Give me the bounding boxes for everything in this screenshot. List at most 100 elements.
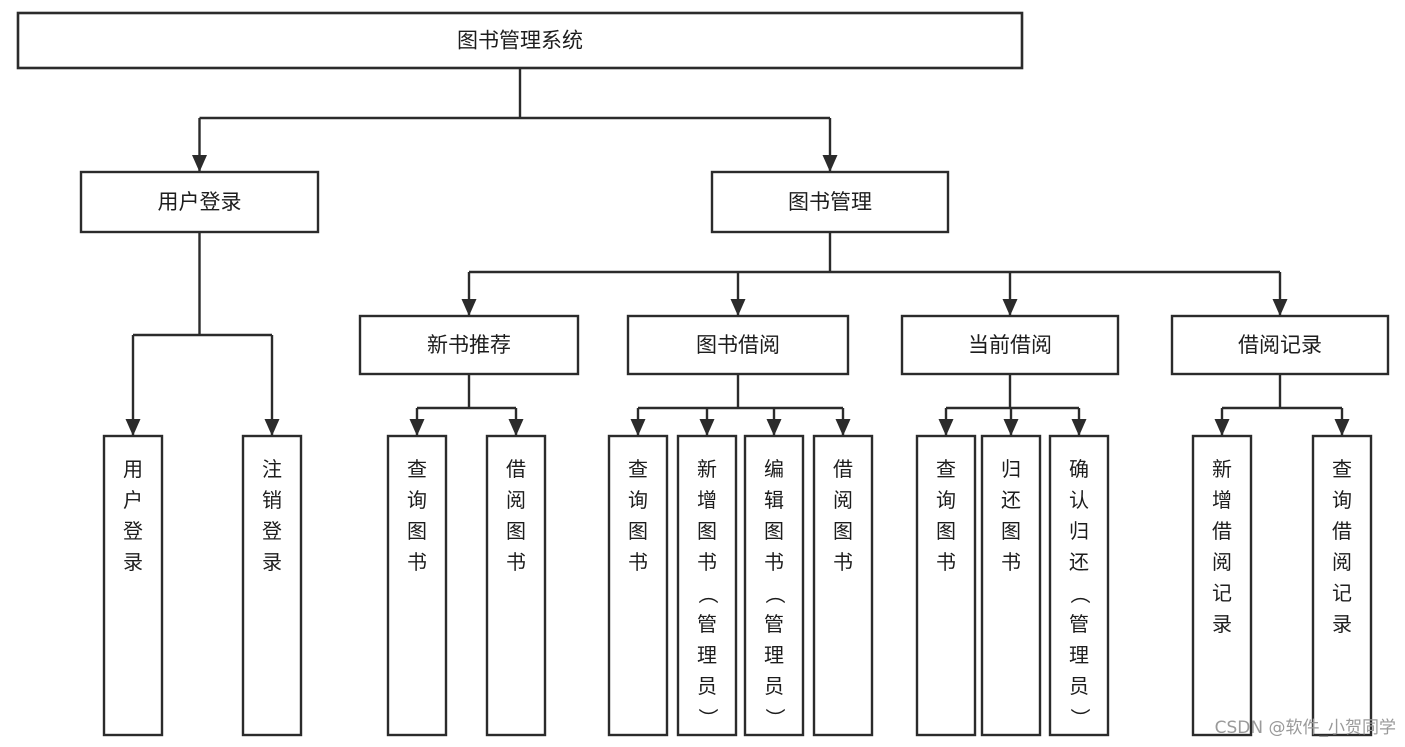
node-label-current-borrow: 当前借阅 — [968, 333, 1052, 357]
node-user-login-do[interactable]: 用户登录 — [102, 434, 164, 737]
node-box-bb-query-book[interactable] — [607, 434, 669, 737]
arrow-head-icon — [822, 155, 838, 172]
arrow-head-icon — [264, 419, 280, 436]
node-label-char: 借 — [833, 457, 853, 481]
node-box-nbr-query-book[interactable] — [386, 434, 448, 737]
node-label-char: （ — [696, 584, 720, 604]
node-borrow-record[interactable]: 借阅记录 — [1170, 314, 1390, 376]
node-label-char: 书 — [833, 550, 853, 574]
node-label-book-borrow: 图书借阅 — [696, 333, 780, 357]
node-box-borrow-record[interactable] — [1170, 314, 1390, 376]
node-label-char: ） — [1068, 708, 1092, 728]
node-box-br-add-record[interactable] — [1191, 434, 1253, 737]
node-label-char: 书 — [1001, 550, 1021, 574]
node-box-new-book-recommend[interactable] — [358, 314, 580, 376]
node-box-root[interactable] — [16, 11, 1024, 70]
node-label-char: 书 — [764, 550, 784, 574]
node-label-char: 登 — [123, 519, 143, 543]
node-label-char: 记 — [1332, 581, 1352, 605]
node-root[interactable]: 图书管理系统 — [16, 11, 1024, 70]
node-label-char: 查 — [628, 457, 648, 481]
node-book-borrow[interactable]: 图书借阅 — [626, 314, 850, 376]
node-layer: 图书管理系统用户登录用户登录注销登录图书管理新书推荐查询图书借阅图书图书借阅查询… — [16, 11, 1390, 737]
arrow-head-icon — [508, 419, 524, 436]
node-label-char: 销 — [262, 488, 282, 512]
node-label-char: 辑 — [764, 488, 784, 512]
node-box-nbr-borrow-book[interactable] — [485, 434, 547, 737]
node-box-bb-add-book[interactable] — [676, 434, 738, 737]
node-box-user-login[interactable] — [79, 170, 320, 234]
arrow-head-icon — [192, 155, 207, 172]
arrow-head-icon — [409, 419, 425, 436]
node-new-book-recommend[interactable]: 新书推荐 — [358, 314, 580, 376]
node-label-char: 图 — [628, 519, 648, 543]
node-book-manage[interactable]: 图书管理 — [710, 170, 950, 234]
node-label-char: （ — [763, 584, 787, 604]
node-label-char: 查 — [407, 457, 427, 481]
arrow-head-icon — [699, 419, 715, 436]
node-label-char: 录 — [123, 550, 143, 574]
node-label-char: 管 — [697, 612, 717, 636]
node-label-char: 书 — [407, 550, 427, 574]
node-label-char: ） — [763, 708, 787, 728]
node-box-user-login-do[interactable] — [102, 434, 164, 737]
node-label-user-login: 用户登录 — [158, 190, 242, 214]
node-label-new-book-recommend: 新书推荐 — [427, 333, 511, 357]
arrow-head-icon — [125, 419, 141, 436]
node-current-borrow[interactable]: 当前借阅 — [900, 314, 1120, 376]
arrow-head-icon — [630, 419, 646, 436]
node-label-char: 书 — [506, 550, 526, 574]
node-box-cb-return-book[interactable] — [980, 434, 1042, 737]
connector-layer — [125, 68, 1350, 436]
node-box-bb-borrow-book[interactable] — [812, 434, 874, 737]
node-box-cb-confirm-return[interactable] — [1048, 434, 1110, 737]
node-label-char: 书 — [936, 550, 956, 574]
node-box-cb-query-book[interactable] — [915, 434, 977, 737]
node-label-char: 阅 — [1332, 550, 1352, 574]
node-label-char: 新 — [697, 457, 717, 481]
node-label-char: 询 — [1332, 488, 1352, 512]
node-label-char: 增 — [697, 488, 717, 512]
node-user-login[interactable]: 用户登录 — [79, 170, 320, 234]
node-label-char: 归 — [1069, 519, 1089, 543]
node-label-char: 记 — [1212, 581, 1232, 605]
node-label-char: 员 — [764, 674, 784, 698]
arrow-head-icon — [938, 419, 954, 436]
node-label-char: 员 — [697, 674, 717, 698]
node-label-char: 借 — [1332, 519, 1352, 543]
arrow-head-icon — [766, 419, 782, 436]
node-box-user-logout[interactable] — [241, 434, 303, 737]
arrow-head-icon — [1214, 419, 1230, 436]
node-label-char: 图 — [936, 519, 956, 543]
node-label-char: 询 — [407, 488, 427, 512]
arrow-head-icon — [835, 419, 851, 436]
node-box-book-borrow[interactable] — [626, 314, 850, 376]
node-label-root: 图书管理系统 — [457, 29, 583, 53]
node-label-char: 理 — [764, 643, 784, 667]
node-label-char: 阅 — [833, 488, 853, 512]
node-label-char: 查 — [1332, 457, 1352, 481]
node-box-current-borrow[interactable] — [900, 314, 1120, 376]
node-label-char: 认 — [1069, 488, 1089, 512]
node-box-book-manage[interactable] — [710, 170, 950, 234]
node-label-char: 录 — [1212, 612, 1232, 636]
node-label-char: 管 — [1069, 612, 1089, 636]
node-box-bb-edit-book[interactable] — [743, 434, 805, 737]
node-label-char: 新 — [1212, 457, 1232, 481]
node-box-br-query-record[interactable] — [1311, 434, 1373, 737]
node-label-char: 编 — [764, 457, 784, 481]
